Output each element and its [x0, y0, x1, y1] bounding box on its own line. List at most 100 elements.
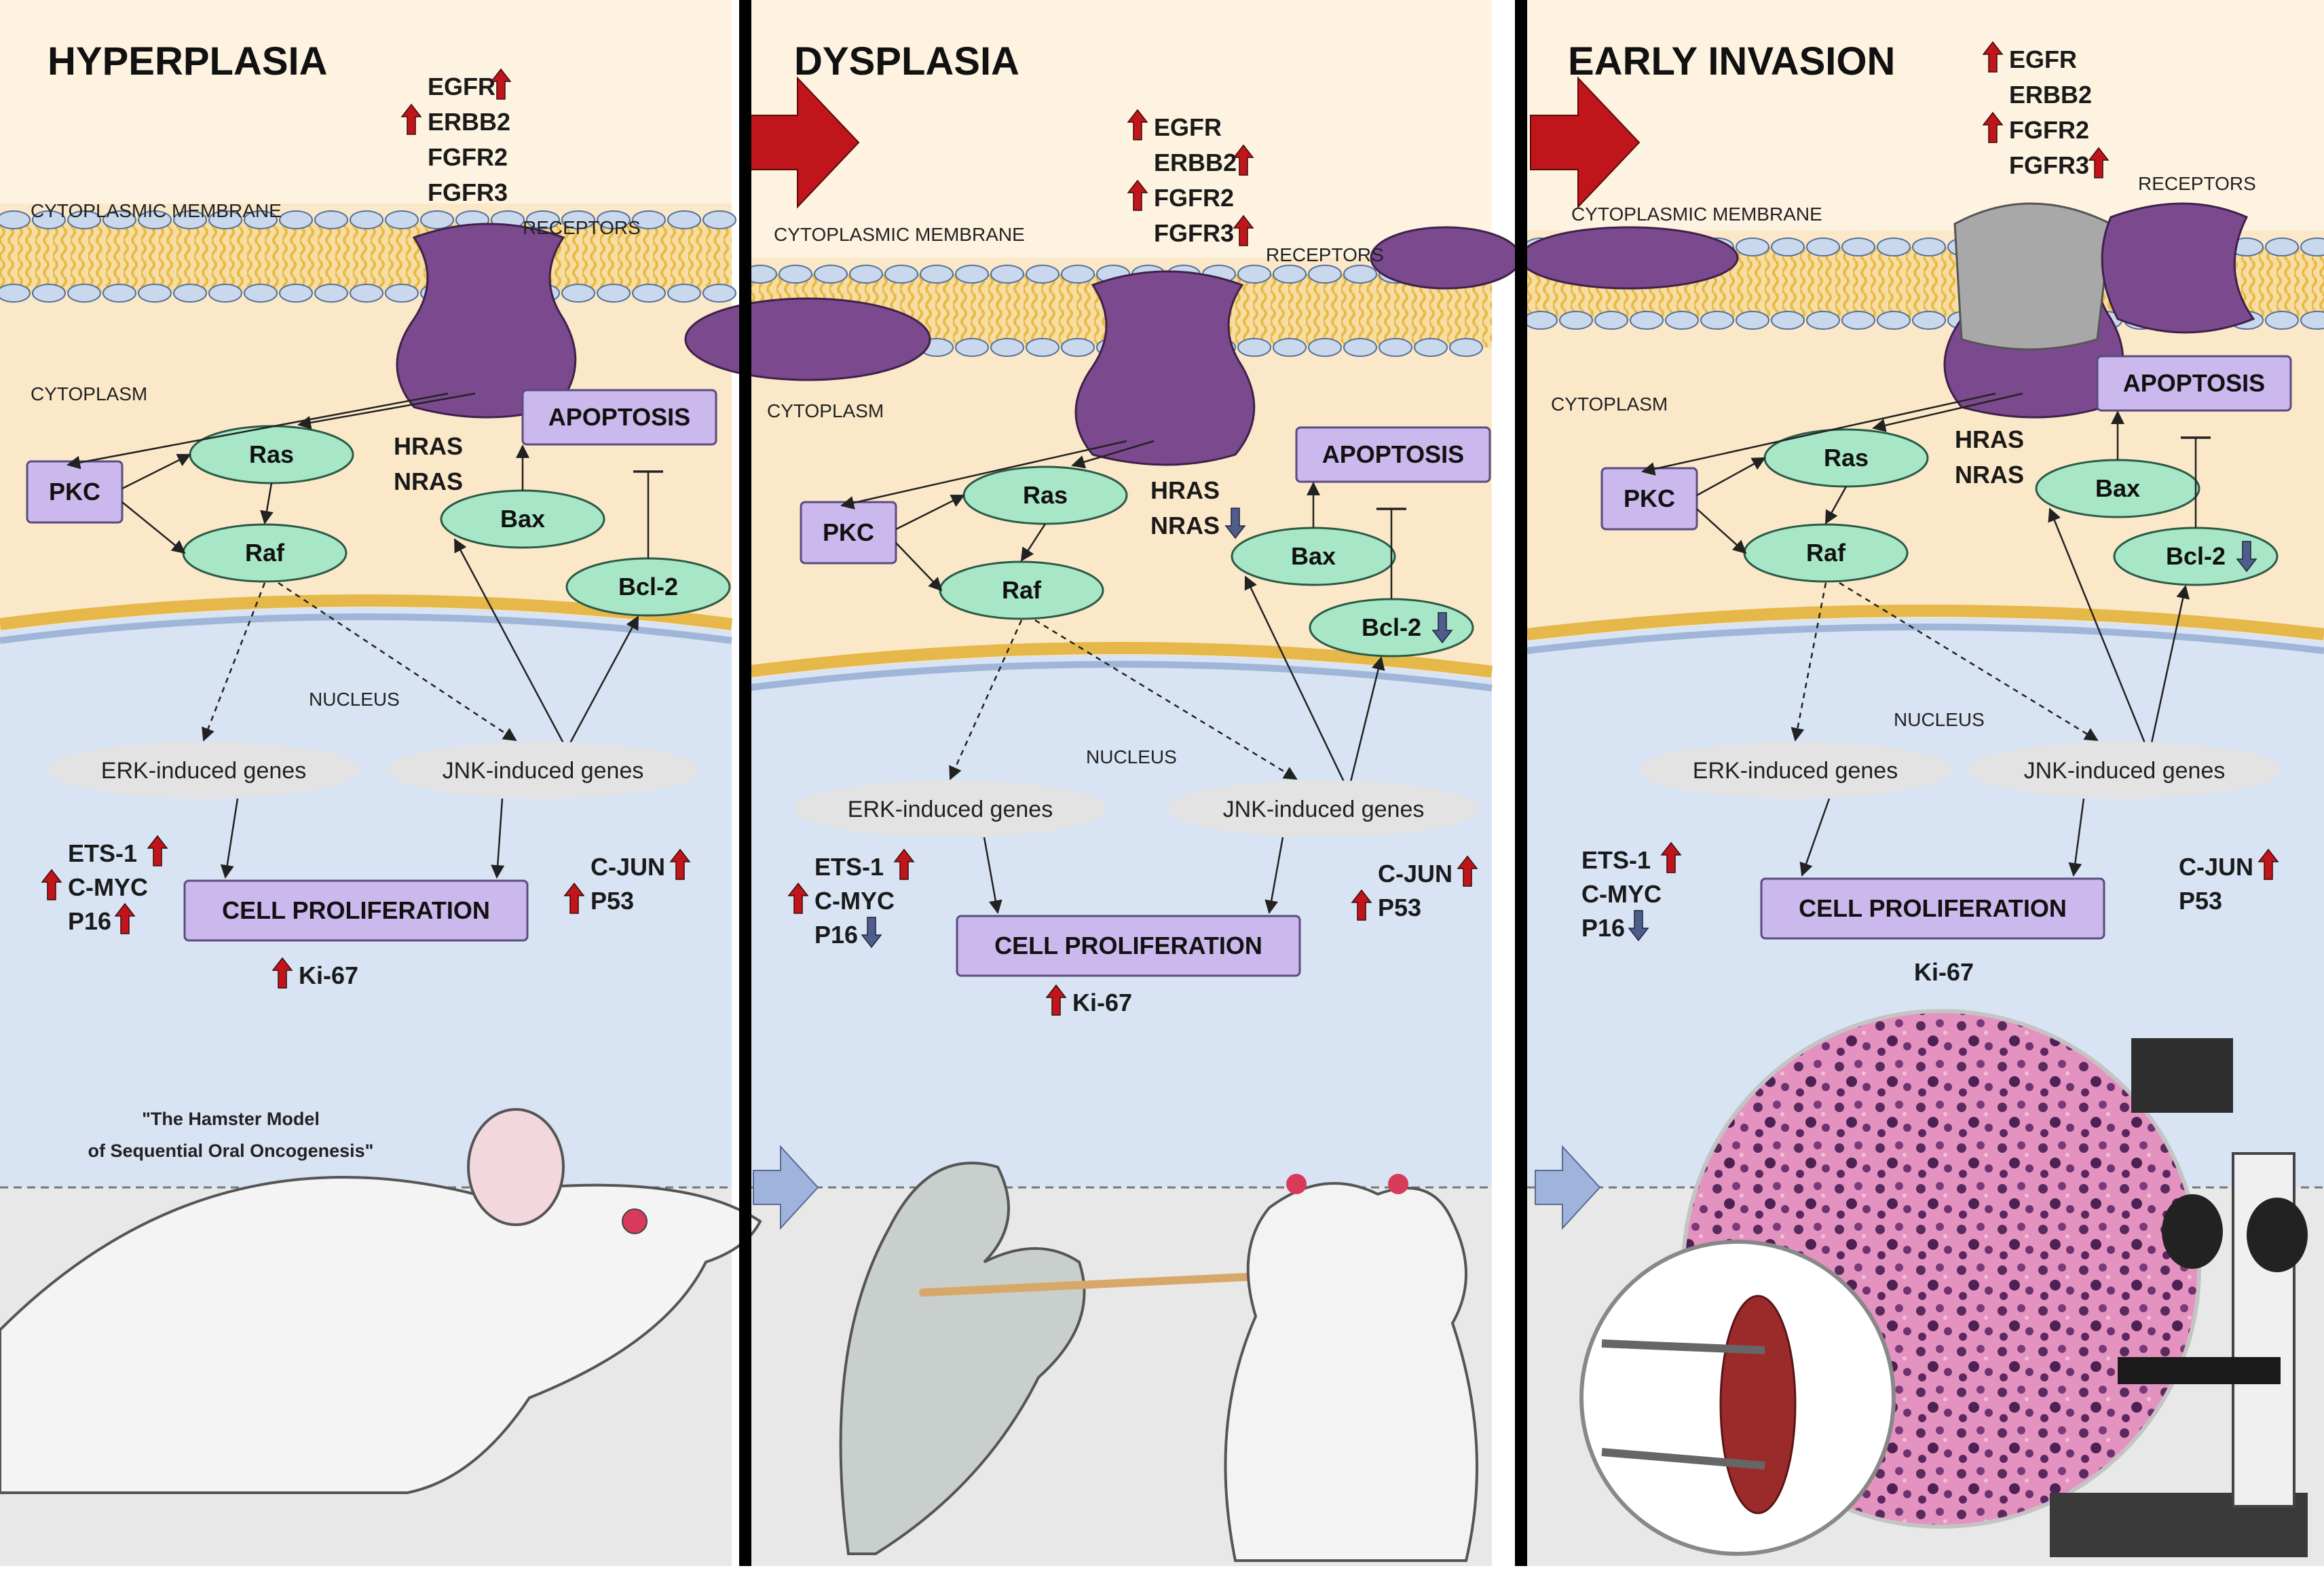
jnk-to-proliferation-arrow [491, 798, 505, 879]
lipid-head [1559, 311, 1593, 330]
lipid-head [1414, 338, 1448, 357]
up-arrow-icon [271, 957, 293, 989]
pkc-to-raf-arrow [895, 542, 943, 592]
lipid-head [314, 210, 348, 229]
marker-c-jun: C-JUN [2179, 853, 2253, 881]
lipid-head [1524, 311, 1558, 330]
lipid-head [314, 284, 348, 303]
lipid-head [2300, 237, 2324, 256]
cell-proliferation-box [1760, 877, 2105, 940]
lipid-head [1237, 265, 1271, 284]
lipid-head [990, 265, 1024, 284]
marker-ets-1: ETS-1 [1581, 846, 1651, 874]
marker-p16: P16 [68, 907, 111, 935]
lipid-head [1273, 338, 1307, 357]
receptor-gene-fgfr3: FGFR3 [428, 178, 508, 206]
down-arrow-icon [1224, 508, 1246, 539]
bcl2-label: Bcl-2 [618, 573, 678, 600]
hamster-body-illustration [0, 1176, 762, 1494]
forceps-illustration [1601, 1339, 1765, 1354]
membrane-label: CYTOPLASMIC MEMBRANE [774, 224, 1025, 245]
receptor-shape [2101, 202, 2255, 334]
cell-proliferation-label: CELL PROLIFERATION [222, 896, 490, 924]
receptor-gene-egfr: EGFR [428, 73, 495, 100]
quote-line-1: "The Hamster Model [142, 1109, 320, 1129]
receptors-label: RECEPTORS [1266, 244, 1384, 265]
erk-to-proliferation-arrow [1799, 798, 1831, 877]
lipid-head [1736, 311, 1769, 330]
up-arrow-icon [490, 68, 512, 100]
lipid-head [1841, 237, 1875, 256]
receptor-shape [1519, 226, 1739, 290]
receptor-gene-egfr: EGFR [2009, 45, 2077, 73]
ras-gene-hras: HRAS [1955, 425, 2024, 453]
up-arrow-icon [41, 869, 62, 900]
up-arrow-icon [669, 848, 691, 880]
jnk-to-bax-arrow [2048, 508, 2146, 744]
jnk-to-proliferation-arrow [1264, 837, 1284, 914]
bax-label: Bax [500, 505, 545, 533]
lipid-head [955, 338, 989, 357]
bottom-margin [0, 1566, 2324, 1580]
marker-p53: P53 [1378, 894, 1421, 921]
lipid-head [2265, 311, 2299, 330]
gloved-hand-illustration [839, 1162, 1086, 1555]
jnk-genes-label: JNK-induced genes [443, 758, 644, 784]
illustrations [0, 1009, 2308, 1562]
right-chevron-arrow-icon [1535, 1145, 1601, 1230]
apoptosis-box [2096, 355, 2292, 412]
hamster-eye-illustration [1286, 1174, 1307, 1194]
bax-label: Bax [1291, 542, 1336, 570]
lipid-head [244, 284, 278, 303]
lipid-head [814, 265, 848, 284]
lipid-head [67, 210, 101, 229]
lipid-head [385, 210, 419, 229]
down-arrow-icon [1628, 910, 1649, 942]
lipid-head [32, 284, 66, 303]
up-arrow-icon [1457, 855, 1478, 887]
up-arrow-icon [1982, 41, 2004, 73]
bax-label: Bax [2095, 474, 2140, 502]
pkc-to-ras-arrow [1696, 457, 1766, 497]
raf-to-jnk-arrow [278, 581, 517, 742]
receptor-gene-erbb2: ERBB2 [428, 108, 510, 136]
panel-divider [1515, 0, 1527, 1567]
receptor-to-pkc-arrow [840, 440, 1127, 510]
receptor-shape [396, 223, 577, 419]
marker-c-myc: C-MYC [814, 887, 895, 915]
lipid-head [385, 284, 419, 303]
down-arrow-icon [2236, 541, 2257, 573]
up-arrow-icon [1233, 214, 1254, 246]
cell-proliferation-label: CELL PROLIFERATION [994, 932, 1262, 959]
lipid-head [1379, 338, 1412, 357]
lipid-head [526, 210, 560, 229]
marker-c-jun: C-JUN [591, 853, 665, 881]
lipid-head [702, 284, 736, 303]
right-chevron-arrow-icon [749, 76, 860, 209]
pkc-to-ras-arrow [121, 453, 191, 490]
ras-label: Ras [1824, 444, 1869, 472]
receptor-to-ras-arrow [297, 392, 476, 430]
panel-top-bg [0, 0, 732, 217]
raf-label: Raf [1002, 576, 1042, 604]
lipid-head [1736, 237, 1769, 256]
lipid-head [1308, 338, 1342, 357]
lipid-head [1630, 311, 1664, 330]
lipid-head [667, 284, 701, 303]
lipid-head [1806, 237, 1840, 256]
lipid-head [1061, 265, 1095, 284]
jnk-to-bax-arrow [1244, 575, 1345, 782]
lipid-head [2300, 311, 2324, 330]
lipid-head [1343, 338, 1377, 357]
up-arrow-icon [893, 848, 915, 880]
marker-p16: P16 [814, 921, 858, 949]
stage-title: EARLY INVASION [1568, 39, 1895, 83]
lipid-head [1877, 311, 1911, 330]
cytoplasm-label: CYTOPLASM [31, 383, 147, 404]
nuclear-envelope [1526, 605, 2324, 641]
erk-to-proliferation-arrow [983, 837, 1002, 914]
membrane-tint [0, 220, 732, 293]
marker-p16: P16 [1581, 914, 1625, 942]
ras-gene-nras: NRAS [394, 468, 463, 495]
